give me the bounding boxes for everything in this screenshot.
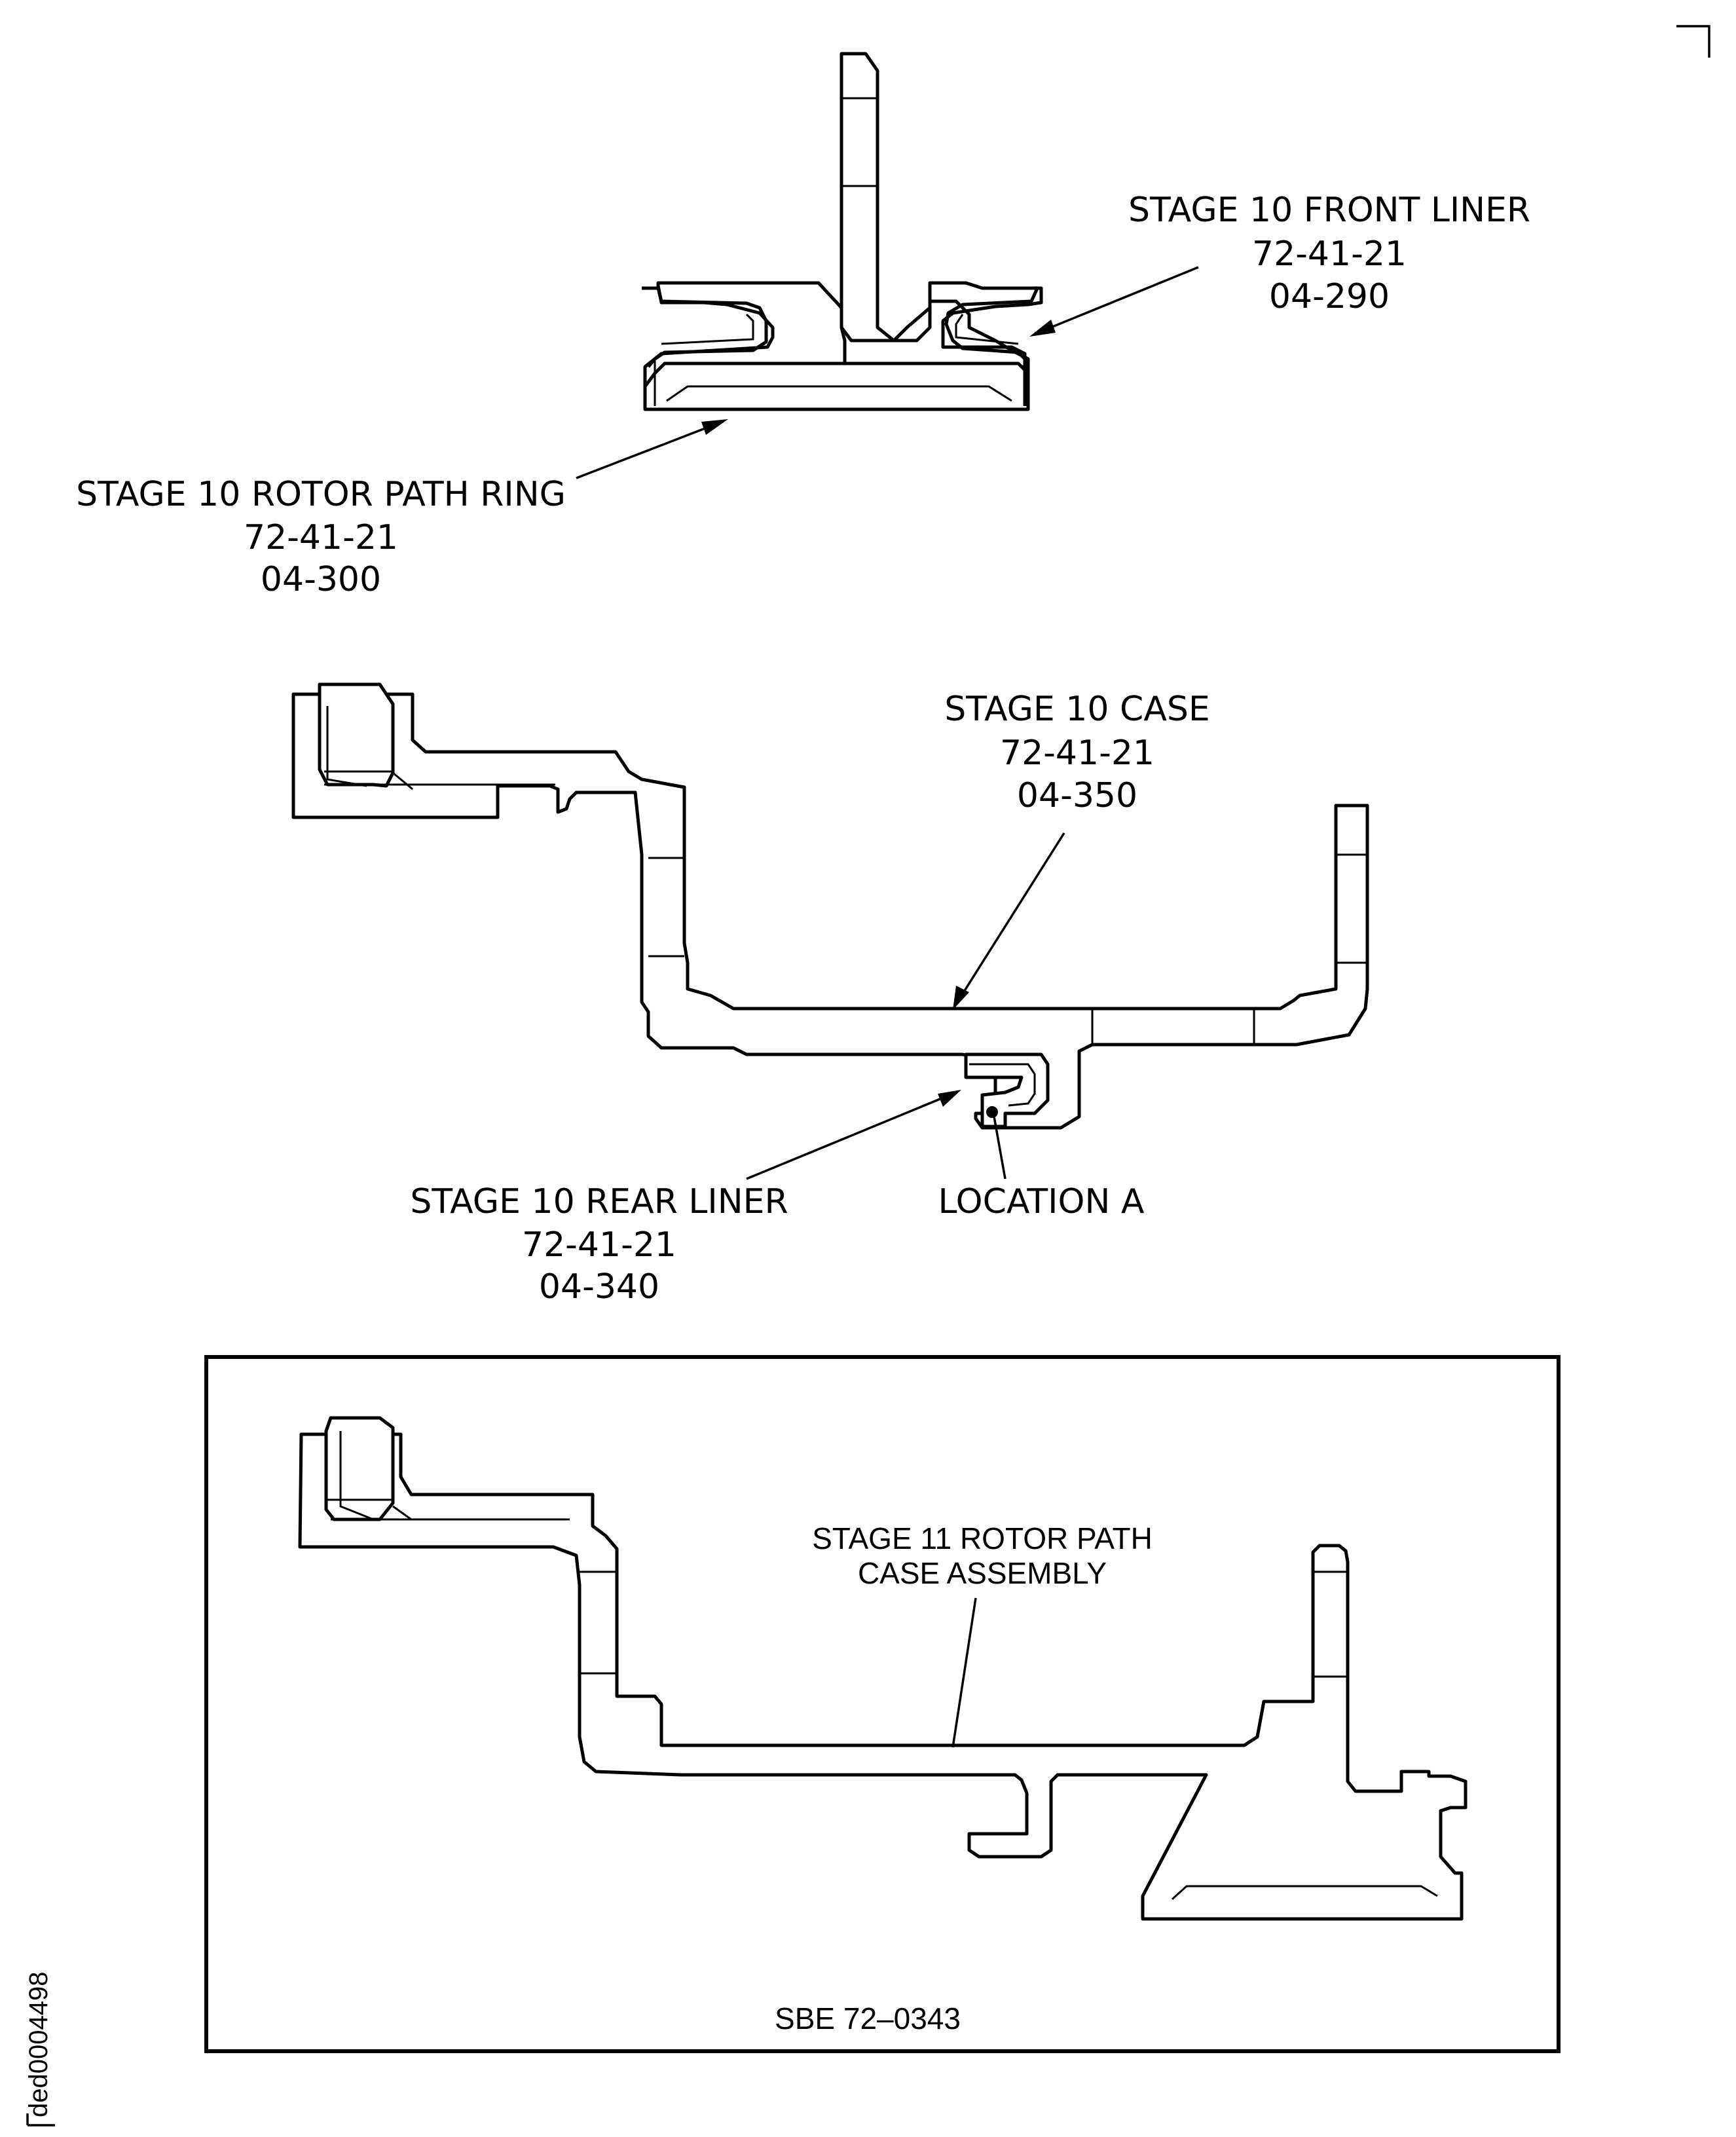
stage11-case-assembly: [298, 1416, 1468, 1921]
stage10-case-label: STAGE 10 CASE 72-41-21 04-350: [944, 690, 1210, 815]
front-liner-name: STAGE 10 FRONT LINER: [1128, 191, 1530, 230]
stage10-rotor-ring-assembly: [642, 52, 1043, 411]
location-a-dot: [986, 1106, 998, 1118]
front-liner-leader: [1037, 266, 1199, 334]
corner-mark: [1676, 25, 1710, 58]
inset-label-line2: CASE ASSEMBLY: [858, 1556, 1107, 1590]
stage10-case-section: [291, 682, 1369, 1130]
rotor-ring-leader: [576, 421, 721, 479]
figure-id-text: ded0004498: [24, 1972, 53, 2117]
rotor-ring-arrowhead: [701, 419, 728, 435]
figure-id: ded0004498: [24, 1972, 55, 2127]
case-name: STAGE 10 CASE: [944, 690, 1210, 729]
rotor-ring-name: STAGE 10 ROTOR PATH RING: [76, 475, 566, 514]
inset-label-line1: STAGE 11 ROTOR PATH: [812, 1521, 1153, 1555]
case-ref: 72-41-21: [1000, 734, 1154, 773]
case-fig: 04-350: [1017, 776, 1137, 815]
rear-liner-leader: [746, 1092, 953, 1180]
rear-liner-label: STAGE 10 REAR LINER 72-41-21 04-340: [410, 1182, 788, 1307]
bulletin-number: SBE 72–0343: [775, 2001, 961, 2035]
rear-liner-fig: 04-340: [539, 1267, 659, 1307]
location-leader: [993, 1116, 1007, 1180]
inset-frame: [204, 1355, 1561, 2053]
case-leader: [956, 832, 1065, 1003]
location-a-label: LOCATION A: [938, 1182, 1145, 1221]
inset-leader: [951, 1597, 977, 1748]
rotor-ring-ref: 72-41-21: [244, 518, 398, 557]
front-liner-label: STAGE 10 FRONT LINER 72-41-21 04-290: [1128, 191, 1530, 316]
front-liner-arrowhead: [1029, 320, 1056, 337]
rotor-ring-fig: 04-300: [261, 560, 381, 599]
front-liner-fig: 04-290: [1269, 277, 1390, 316]
rear-liner-name: STAGE 10 REAR LINER: [410, 1182, 788, 1221]
rear-liner-arrowhead: [938, 1090, 961, 1107]
rotor-ring-label: STAGE 10 ROTOR PATH RING 72-41-21 04-300: [76, 475, 566, 599]
front-liner-ref: 72-41-21: [1252, 234, 1407, 274]
rear-liner-ref: 72-41-21: [522, 1225, 676, 1265]
case-arrowhead: [953, 986, 969, 1010]
